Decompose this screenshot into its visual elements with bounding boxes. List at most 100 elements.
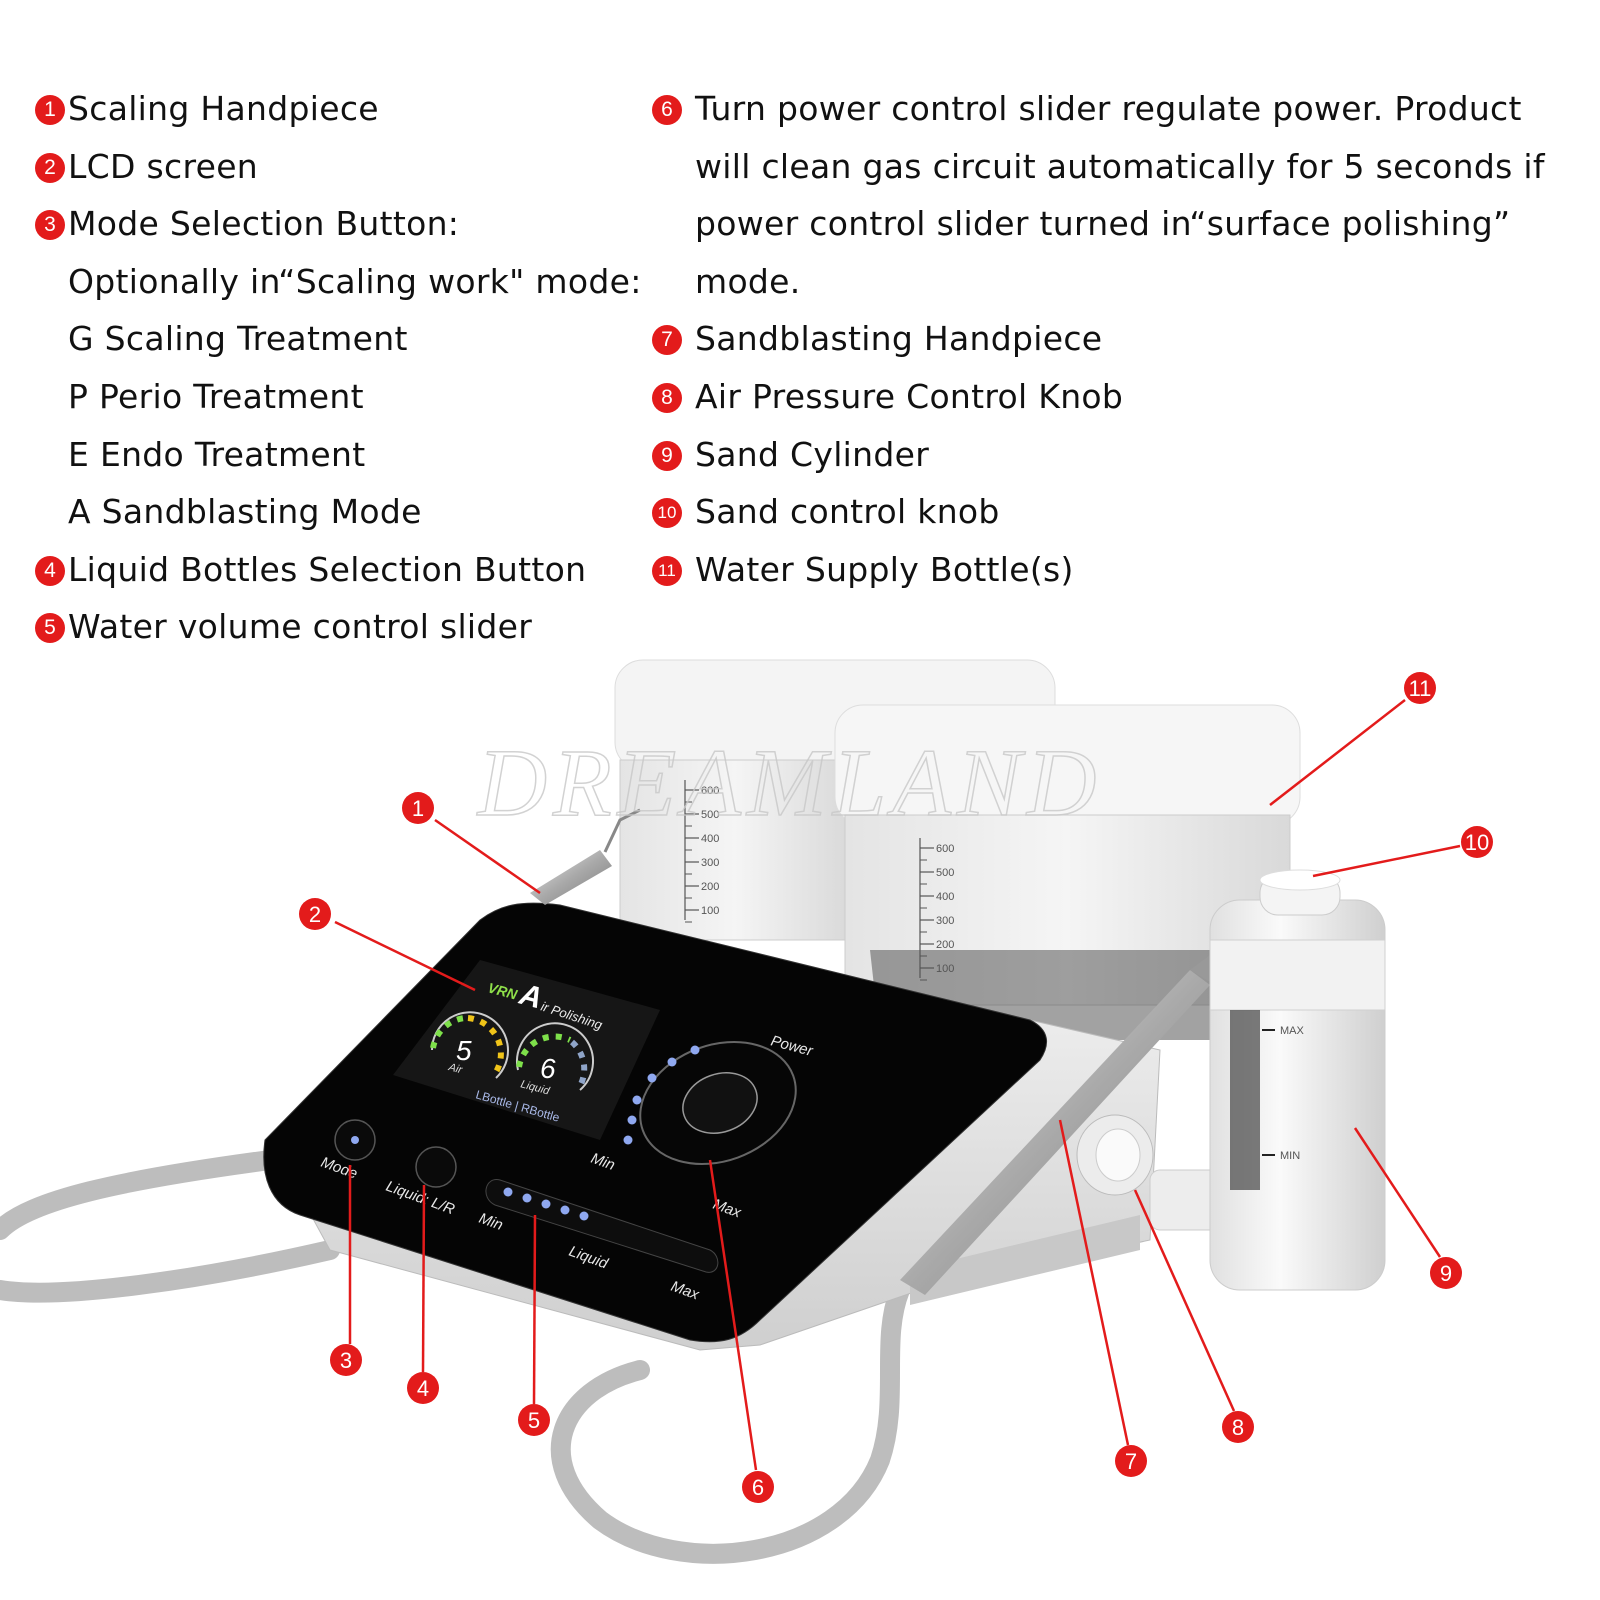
callout-badge-11: 11 [1404,672,1436,704]
scale-tick-label: 100 [701,905,719,917]
callout-line [708,1159,758,1471]
air-pressure-knob[interactable] [1076,1114,1154,1196]
hoses [0,1150,910,1564]
legend-item: Mode Selection Button: [68,204,460,244]
legend-item: Water volume control slider [68,607,533,647]
number-badge: 4 [35,555,65,586]
callout-line [434,818,541,895]
callout-badge-6: 6 [742,1471,774,1503]
legend-item: Turn power control slider regulate power… [695,89,1522,128]
legend-item: power control slider turned in“surface p… [695,204,1511,244]
scale-tick-label: 200 [701,881,719,893]
liquid-value: 6 [540,1053,556,1084]
scaling-handpiece [530,808,641,905]
slider-led [522,1193,532,1203]
callout-number: 2 [309,902,321,927]
number-badge: 7 [652,325,682,356]
callout-number: 4 [417,1376,429,1401]
power-led [690,1045,700,1055]
legend-item: G Scaling Treatment [68,319,408,359]
callout-badge-10: 10 [1461,826,1493,858]
callout-line [1353,1127,1442,1258]
callout-number: 9 [1440,1261,1452,1286]
sand-control-knob[interactable] [1259,869,1341,916]
number-badge: 5 [35,613,65,644]
watermark-logo: DREAMLAND [476,729,1103,836]
number-badge: 3 [35,210,65,241]
power-led [623,1135,633,1145]
legend-item: Scaling Handpiece [68,89,379,128]
callout-line [1269,699,1406,806]
callout-number: 8 [1232,1415,1244,1440]
scale-tick-label: 400 [936,891,954,903]
callout-line [532,1214,537,1405]
number-badge: 9 [652,440,682,471]
legend-item: will clean gas circuit automatically for… [695,146,1545,186]
legend-item: Sand control knob [695,492,1000,532]
legend-item: mode. [695,261,801,301]
legend-item: LCD screen [68,146,259,186]
number-badge: 8 [652,383,682,413]
callout-badge-3: 3 [330,1344,362,1376]
scale-tick-label: 600 [701,785,719,797]
callout-line [1058,1119,1130,1446]
callout-line [421,1184,426,1373]
liquid-gauge: 6 Liquid [516,1022,594,1098]
slider-led [503,1187,513,1197]
legend-item: Sandblasting Handpiece [695,319,1103,359]
number-badge: 11 [652,555,682,586]
callout-number: 6 [752,1475,764,1500]
number-badge: 1 [35,95,65,125]
callout-number: 11 [1409,676,1432,701]
number-badge: 2 [35,152,65,183]
callout-badge-2: 2 [299,898,331,930]
water-volume-slider[interactable]: Min Liquid Max [477,1179,719,1304]
scale-tick-label: 200 [936,939,954,951]
power-led [627,1115,637,1125]
legend-item: Liquid Bottles Selection Button [68,549,587,589]
air-label: Air [446,1061,464,1077]
callout-badge-8: 8 [1222,1411,1254,1443]
slider-led [541,1199,551,1209]
callout-line [1133,1189,1236,1412]
air-value: 5 [456,1035,472,1066]
slider-led [560,1205,570,1215]
power-led [632,1095,642,1105]
tank-scale-left: 600 500 400 300 200 100 [684,780,719,923]
sand-cylinder: MAX MIN [1149,899,1386,1291]
scale-tick-label: 300 [701,857,719,869]
callout-badge-4: 4 [407,1372,439,1404]
sandblasting-handpiece [900,955,1215,1295]
legend-item: Sand Cylinder [695,434,930,474]
legend-item: Optionally in“Scaling work" mode: [68,261,642,301]
scale-tick-label: 500 [701,809,719,821]
scale-tick-label: 600 [936,843,954,855]
scale-tick-label: 500 [936,867,954,879]
power-led [667,1057,677,1067]
callout-number: 5 [528,1408,540,1433]
bottle-min-label: MIN [1280,1150,1300,1162]
legend-item: A Sandblasting Mode [68,492,422,532]
callout-line [334,920,476,992]
callout-number: 3 [340,1348,352,1373]
air-gauge: 5 Air [430,1011,509,1079]
callouts: 1 2 3 4 5 6 7 8 9 10 11 [299,672,1493,1503]
lcd-brand: VRN [486,979,520,1002]
legend-item: E Endo Treatment [68,434,366,474]
scale-tick-label: 400 [701,833,719,845]
callout-badge-7: 7 [1115,1445,1147,1477]
callout-number: 7 [1125,1449,1137,1474]
callout-badge-5: 5 [518,1404,550,1436]
slider-led [579,1211,589,1221]
callout-number: 10 [1465,830,1489,855]
legend-item: Water Supply Bottle(s) [695,549,1074,589]
callout-badge-1: 1 [402,792,434,824]
callout-badge-9: 9 [1430,1257,1462,1289]
number-badge: 10 [652,498,682,529]
scale-tick-label: 100 [936,963,954,975]
number-badge: 6 [652,95,682,125]
callout-line [1312,844,1461,878]
callout-number: 1 [412,796,424,821]
